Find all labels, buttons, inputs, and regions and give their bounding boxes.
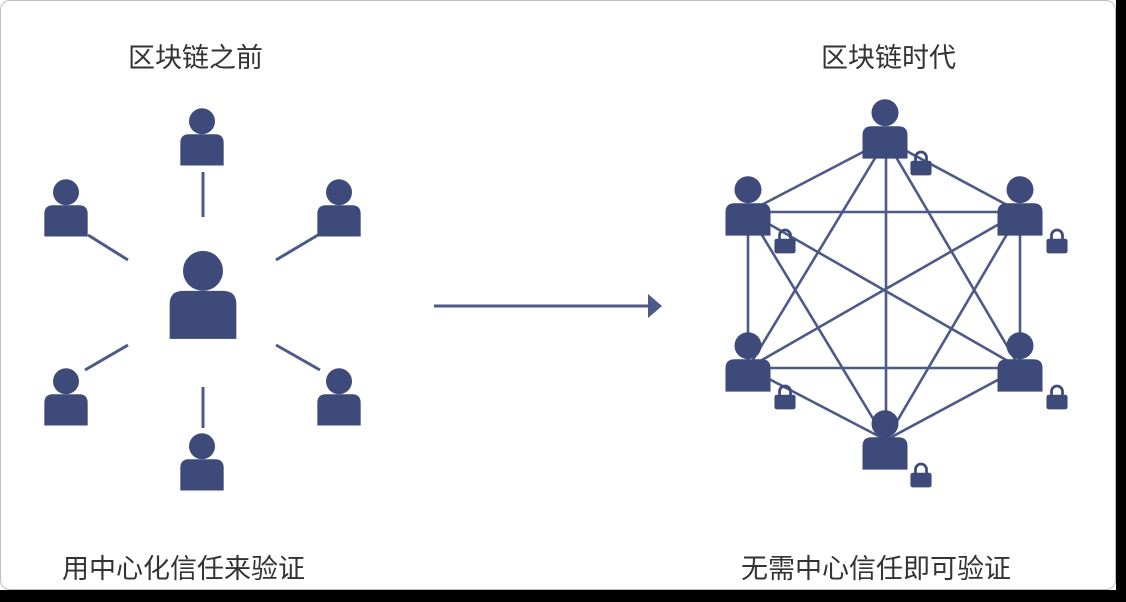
user-icon bbox=[44, 179, 88, 237]
mesh-link bbox=[884, 139, 1022, 369]
left-title: 区块链之前 bbox=[128, 43, 263, 74]
peer-node-icon bbox=[862, 410, 908, 470]
peer-node-icon bbox=[862, 99, 908, 159]
image-frame bbox=[0, 0, 1116, 590]
spoke-line bbox=[275, 343, 321, 372]
right-caption: 无需中心信任即可验证 bbox=[741, 554, 1011, 585]
mesh-link bbox=[747, 210, 1021, 370]
peer-node-icon bbox=[997, 176, 1043, 236]
mesh-link bbox=[884, 211, 1022, 441]
spoke-line bbox=[275, 233, 319, 262]
lock-icon bbox=[1046, 228, 1068, 254]
user-icon bbox=[180, 433, 224, 491]
centralized-network bbox=[84, 172, 321, 428]
screen-edge-right bbox=[1116, 0, 1126, 602]
left-caption: 用中心化信任来验证 bbox=[62, 554, 305, 585]
mesh-link bbox=[746, 139, 888, 369]
right-title: 区块链时代 bbox=[821, 43, 956, 74]
mesh-link bbox=[885, 138, 1021, 214]
mesh-link bbox=[746, 211, 888, 441]
mesh-link bbox=[747, 366, 887, 442]
user-icon bbox=[44, 368, 88, 426]
spoke-line bbox=[87, 233, 129, 262]
user-icon bbox=[317, 179, 361, 237]
lock-icon bbox=[1046, 384, 1068, 410]
user-icon bbox=[317, 368, 361, 426]
transition-arrow-icon bbox=[434, 294, 662, 318]
lock-icon bbox=[910, 462, 932, 488]
spoke-line bbox=[84, 343, 129, 372]
screen-edge-bottom bbox=[0, 590, 1126, 602]
user-icon bbox=[180, 108, 224, 166]
central-authority-icon bbox=[169, 250, 237, 339]
peer-to-peer-network bbox=[746, 138, 1022, 442]
lock-icon bbox=[774, 384, 796, 410]
peer-node-icon bbox=[725, 176, 771, 236]
